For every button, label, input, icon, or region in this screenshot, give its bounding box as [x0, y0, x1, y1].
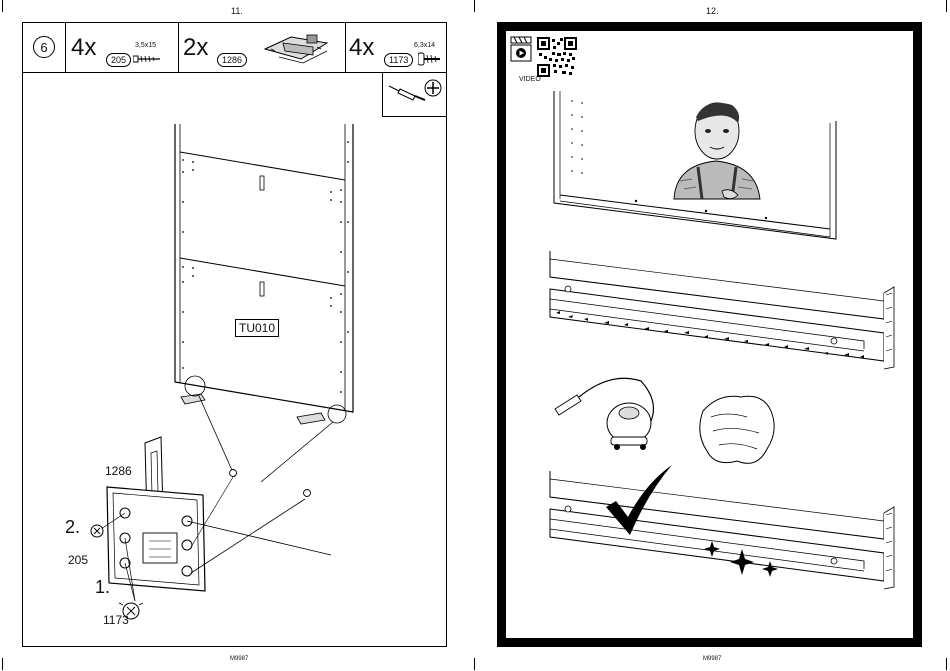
part-quantity: 4x	[71, 34, 96, 62]
checkmark-icon	[604, 463, 674, 538]
crop-mark	[946, 0, 947, 12]
crop-mark	[474, 658, 475, 670]
vacuum-cleaner-icon	[555, 378, 653, 450]
divider	[65, 23, 66, 72]
bracket-detail-illustration	[63, 433, 363, 633]
cleaning-cloth-icon	[700, 396, 774, 463]
video-label: VIDEO	[519, 76, 541, 83]
crop-mark	[946, 658, 947, 670]
crop-mark	[2, 0, 3, 12]
sparkle-icon	[704, 539, 784, 585]
footer-code: M9987	[703, 656, 721, 662]
screw-icon	[133, 54, 161, 64]
footer-code: M9987	[230, 656, 248, 662]
screw-part-number: 1173	[103, 613, 129, 627]
part-size: 6,3x14	[414, 42, 435, 49]
cleaning-tools-illustration	[551, 371, 791, 471]
page-number-right: 12.	[706, 6, 719, 16]
bracket-part-number: 1286	[105, 464, 132, 478]
crop-mark	[2, 658, 3, 670]
qr-code-icon[interactable]	[537, 37, 577, 77]
bracket-icon	[261, 29, 333, 67]
divider	[345, 23, 346, 72]
left-instruction-page: 6 4x 205 3,5x15 2x 1286 4x 1173 6,3x14	[22, 22, 447, 647]
part-id-tag: 205	[106, 53, 131, 67]
step-order-2: 2.	[65, 517, 80, 538]
screw-icon	[418, 52, 442, 66]
panel-label: TU010	[235, 319, 279, 337]
part-size: 3,5x15	[135, 42, 156, 49]
crop-mark	[474, 0, 475, 12]
divider	[178, 23, 179, 72]
step-order-1: 1.	[95, 577, 110, 598]
step-number: 6	[33, 36, 55, 58]
part-quantity: 2x	[183, 34, 208, 62]
video-play-icon	[510, 36, 532, 64]
right-instruction-page: VIDEO	[497, 22, 922, 647]
screw-part-number: 205	[68, 553, 88, 567]
part-quantity: 4x	[349, 34, 374, 62]
parts-header: 6 4x 205 3,5x15 2x 1286 4x 1173 6,3x14	[23, 23, 446, 73]
part-id-tag: 1173	[384, 53, 413, 67]
page-number-left: 11.	[231, 6, 243, 16]
screw-205-icon	[91, 525, 103, 537]
part-id-tag: 1286	[217, 53, 247, 67]
